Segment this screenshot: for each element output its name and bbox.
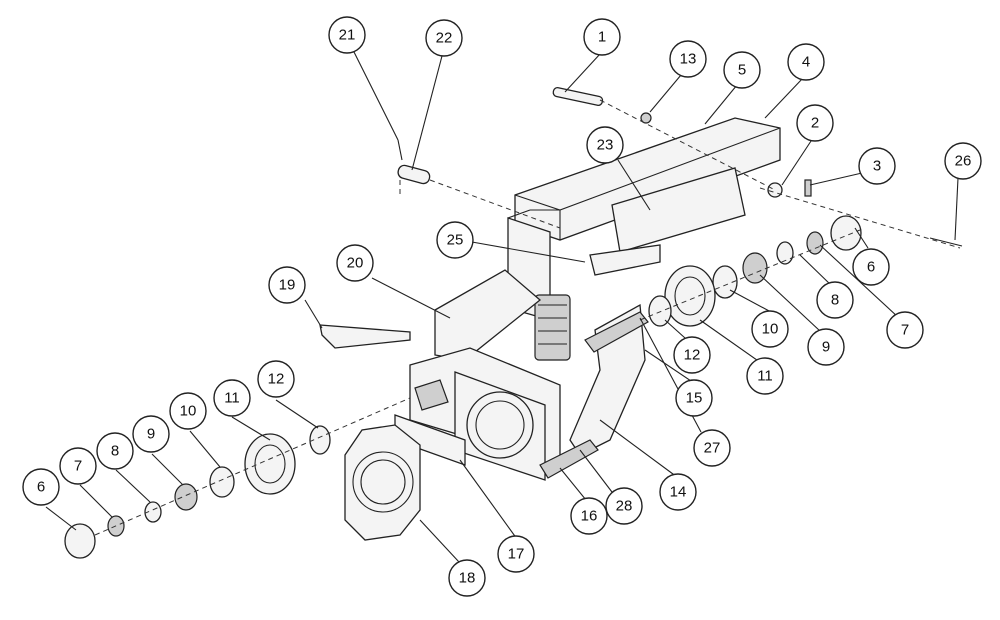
callout-15: 15 bbox=[675, 379, 713, 417]
callout-7-left: 7 bbox=[59, 447, 97, 485]
callout-12-left: 12 bbox=[257, 360, 295, 398]
housing-11-right bbox=[664, 265, 716, 327]
cap-6-right bbox=[830, 215, 862, 251]
cup-10-left bbox=[209, 466, 235, 498]
seal-12-right bbox=[648, 295, 672, 327]
callout-12-left-label: 12 bbox=[268, 371, 285, 388]
bottom-bracket bbox=[539, 439, 599, 479]
callout-11-right: 11 bbox=[746, 357, 784, 395]
bolt-1 bbox=[552, 86, 604, 106]
callout-5-label: 5 bbox=[738, 62, 746, 79]
callout-9-left: 9 bbox=[132, 415, 170, 453]
callout-20-label: 20 bbox=[347, 255, 364, 272]
tie-bar bbox=[319, 324, 411, 349]
nut-8-left bbox=[144, 501, 162, 523]
callout-7-left-label: 7 bbox=[74, 458, 82, 475]
callout-16-label: 16 bbox=[581, 508, 598, 525]
parts-artwork bbox=[64, 86, 963, 559]
callout-19: 19 bbox=[268, 266, 306, 304]
callout-25: 25 bbox=[436, 221, 474, 259]
callout-28-label: 28 bbox=[616, 498, 633, 515]
callout-6-right-label: 6 bbox=[867, 259, 875, 276]
nut-8-right bbox=[776, 241, 794, 265]
callout-22-label: 22 bbox=[436, 30, 453, 47]
callout-18-label: 18 bbox=[459, 570, 476, 587]
callout-11-left-label: 11 bbox=[224, 390, 240, 407]
callout-7-right-label: 7 bbox=[901, 322, 909, 339]
callout-13-label: 13 bbox=[680, 51, 697, 68]
callout-26-label: 26 bbox=[955, 153, 972, 170]
cone-9-left bbox=[174, 483, 198, 511]
callout-12-right-label: 12 bbox=[684, 347, 701, 364]
seal-12-left bbox=[309, 425, 331, 455]
callout-12-right: 12 bbox=[673, 336, 711, 374]
callout-21: 21 bbox=[328, 16, 366, 54]
callout-16: 16 bbox=[570, 497, 608, 535]
bolt-26 bbox=[929, 237, 963, 247]
callout-3-label: 3 bbox=[873, 158, 881, 175]
callout-18: 18 bbox=[448, 559, 486, 597]
callout-10-left: 10 bbox=[169, 392, 207, 430]
callout-7-right: 7 bbox=[886, 311, 924, 349]
linkage-arm bbox=[584, 311, 649, 353]
callout-6-left-label: 6 bbox=[37, 479, 45, 496]
housing-11-left bbox=[244, 433, 296, 495]
shaft-stub bbox=[414, 379, 449, 411]
callout-27: 27 bbox=[693, 429, 731, 467]
callout-9-left-label: 9 bbox=[147, 426, 155, 443]
callout-4: 4 bbox=[787, 43, 825, 81]
callout-9-right-label: 9 bbox=[822, 339, 830, 356]
hex-cover bbox=[344, 424, 421, 541]
callout-8-left-label: 8 bbox=[111, 443, 119, 460]
callout-17-label: 17 bbox=[508, 546, 525, 563]
gusset bbox=[434, 269, 542, 361]
pin-22 bbox=[397, 164, 431, 185]
callout-2: 2 bbox=[796, 104, 834, 142]
callout-23-label: 23 bbox=[597, 137, 614, 154]
callout-8-right: 8 bbox=[816, 281, 854, 319]
callout-15-label: 15 bbox=[686, 390, 703, 407]
callout-10-right: 10 bbox=[751, 310, 789, 348]
side-plate bbox=[611, 167, 746, 253]
callout-20: 20 bbox=[336, 244, 374, 282]
callout-10-left-label: 10 bbox=[180, 403, 197, 420]
callout-25-label: 25 bbox=[447, 232, 464, 249]
seal-7-right bbox=[806, 231, 824, 255]
callout-14-label: 14 bbox=[670, 484, 687, 501]
callout-8-right-label: 8 bbox=[831, 292, 839, 309]
cap-6-left bbox=[64, 523, 96, 559]
callout-27-label: 27 bbox=[704, 440, 721, 457]
bolt-3 bbox=[804, 179, 812, 197]
callout-19-label: 19 bbox=[279, 277, 296, 294]
callout-11-left: 11 bbox=[213, 379, 251, 417]
callout-6-right: 6 bbox=[852, 248, 890, 286]
front-bore bbox=[466, 391, 534, 459]
callouts: 21 22 1 13 5 4 2 3 26 23 25 20 19 6 8 7 … bbox=[22, 16, 982, 597]
callout-28: 28 bbox=[605, 487, 643, 525]
callout-8-left: 8 bbox=[96, 432, 134, 470]
callout-22: 22 bbox=[425, 19, 463, 57]
callout-2-label: 2 bbox=[811, 115, 819, 132]
washer-2 bbox=[767, 182, 783, 198]
callout-23: 23 bbox=[586, 126, 624, 164]
callout-5: 5 bbox=[723, 51, 761, 89]
callout-1: 1 bbox=[583, 18, 621, 56]
callout-3: 3 bbox=[858, 147, 896, 185]
callout-13: 13 bbox=[669, 40, 707, 78]
callout-11-right-label: 11 bbox=[757, 368, 773, 385]
callout-1-label: 1 bbox=[598, 29, 606, 46]
callout-26: 26 bbox=[944, 142, 982, 180]
callout-4-label: 4 bbox=[802, 54, 810, 71]
bolt-21 bbox=[397, 139, 403, 161]
callout-6-left: 6 bbox=[22, 468, 60, 506]
callout-14: 14 bbox=[659, 473, 697, 511]
callout-21-label: 21 bbox=[339, 27, 356, 44]
bracket-plate bbox=[589, 244, 661, 276]
callout-9-right: 9 bbox=[807, 328, 845, 366]
callout-17: 17 bbox=[497, 535, 535, 573]
callout-10-right-label: 10 bbox=[762, 321, 779, 338]
nut-13 bbox=[640, 112, 652, 124]
